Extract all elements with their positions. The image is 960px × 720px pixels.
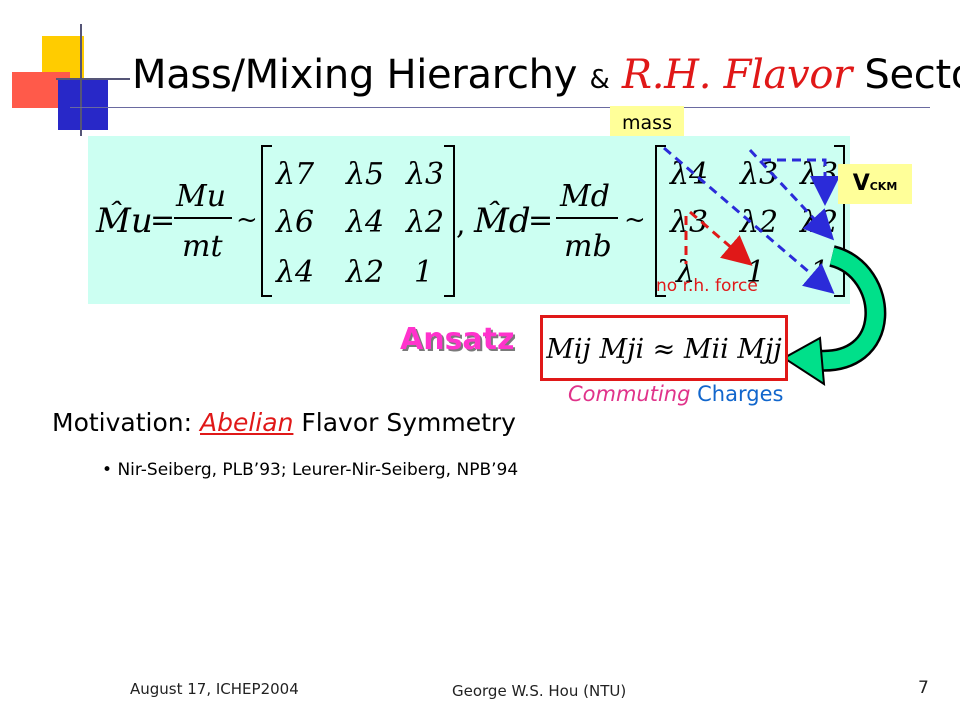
- vckm-sub: CKM: [869, 180, 898, 193]
- title-flavor: R.H. Flavor: [621, 52, 852, 98]
- down-matrix-cell-3-3: 1: [810, 255, 829, 290]
- reference-bullet: • Nir-Seiberg, PLB’93; Leurer-Nir-Seiber…: [102, 460, 518, 480]
- page-number: 7: [918, 678, 929, 698]
- md-numerator: Md: [559, 179, 610, 214]
- mu-hat-symbol: M̂u: [95, 200, 153, 241]
- equals-1: =: [150, 203, 175, 238]
- vckm-tag: VCKM: [838, 164, 912, 204]
- motivation-line: Motivation: Abelian Flavor Symmetry: [52, 408, 516, 437]
- rh-diagonal-arrow: [689, 210, 753, 266]
- motivation-abelian: Abelian: [200, 408, 294, 437]
- mb-denominator: mb: [564, 229, 612, 264]
- up-matrix-cell-2-3: λ2: [405, 205, 444, 240]
- sim-2: ~: [624, 205, 646, 235]
- reference-text: Nir-Seiberg, PLB’93; Leurer-Nir-Seiberg,…: [117, 460, 519, 480]
- up-matrix-cell-3-2: λ2: [345, 255, 384, 290]
- curved-arrow-head: [782, 336, 826, 386]
- equals-2: =: [528, 203, 553, 238]
- vckm-main: V: [852, 171, 870, 196]
- motivation-suffix: Flavor Symmetry: [301, 408, 516, 437]
- bullet-dot: •: [102, 460, 113, 480]
- up-matrix-cell-2-2: λ4: [345, 205, 384, 240]
- mt-denominator: mt: [182, 229, 223, 264]
- title-amp: &: [589, 65, 610, 95]
- md-hat-symbol: M̂d: [473, 200, 531, 241]
- mu-numerator: Mu: [175, 179, 226, 214]
- equation-panel: [88, 136, 850, 304]
- up-matrix-cell-1-3: λ3: [405, 157, 444, 192]
- title-divider: [70, 107, 930, 108]
- no-rh-force-label: no r.h. force: [656, 276, 758, 296]
- up-matrix-cell-1-1: λ7: [275, 157, 315, 192]
- mass-diagonal-arrow: [663, 146, 835, 294]
- up-matrix-cell-3-1: λ4: [275, 255, 314, 290]
- ansatz-relation-text: Mij Mji ≈ Mii Mjj: [545, 334, 782, 365]
- ckm-diagonal-arrow: [748, 148, 835, 241]
- title-part3: Sector: [864, 52, 960, 98]
- comma: ,: [456, 207, 466, 242]
- commuting-word: Commuting: [568, 382, 691, 406]
- slide-title: Mass/Mixing Hierarchy & R.H. Flavor Sect…: [132, 52, 960, 98]
- corner-square-yellow: [42, 36, 84, 78]
- down-matrix-cell-1-1: λ4: [669, 157, 708, 192]
- corner-vertical-line: [80, 24, 82, 136]
- corner-horizontal-line: [56, 78, 130, 80]
- ansatz-label: Ansatz: [400, 322, 515, 357]
- ansatz-relation-svg: Mij Mji ≈ Mii Mjj: [545, 334, 782, 365]
- down-matrix-cell-1-3: λ3: [799, 157, 838, 192]
- footer-center: George W.S. Hou (NTU): [452, 682, 627, 700]
- charges-word: Charges: [697, 382, 784, 406]
- down-matrix-cell-3-1: λ: [675, 255, 695, 290]
- title-part1: Mass/Mixing Hierarchy: [132, 52, 578, 98]
- down-matrix-cell-2-2: λ2: [739, 205, 778, 240]
- ansatz-relation-box: Mij Mji ≈ Mii Mjj: [540, 315, 788, 381]
- mass-tag-label: mass: [622, 112, 672, 134]
- sim-1: ~: [236, 205, 258, 235]
- mass-tag: mass: [610, 106, 684, 140]
- up-matrix-cell-3-3: 1: [414, 255, 433, 290]
- up-matrix-cell-2-1: λ6: [275, 205, 314, 240]
- corner-square-blue: [58, 80, 108, 130]
- motivation-prefix: Motivation:: [52, 408, 193, 437]
- up-matrix-cell-1-2: λ5: [345, 157, 384, 192]
- ckm-path-arrow: [762, 158, 840, 206]
- commuting-charges: Commuting Charges: [568, 382, 783, 406]
- footer-left: August 17, ICHEP2004: [130, 680, 299, 698]
